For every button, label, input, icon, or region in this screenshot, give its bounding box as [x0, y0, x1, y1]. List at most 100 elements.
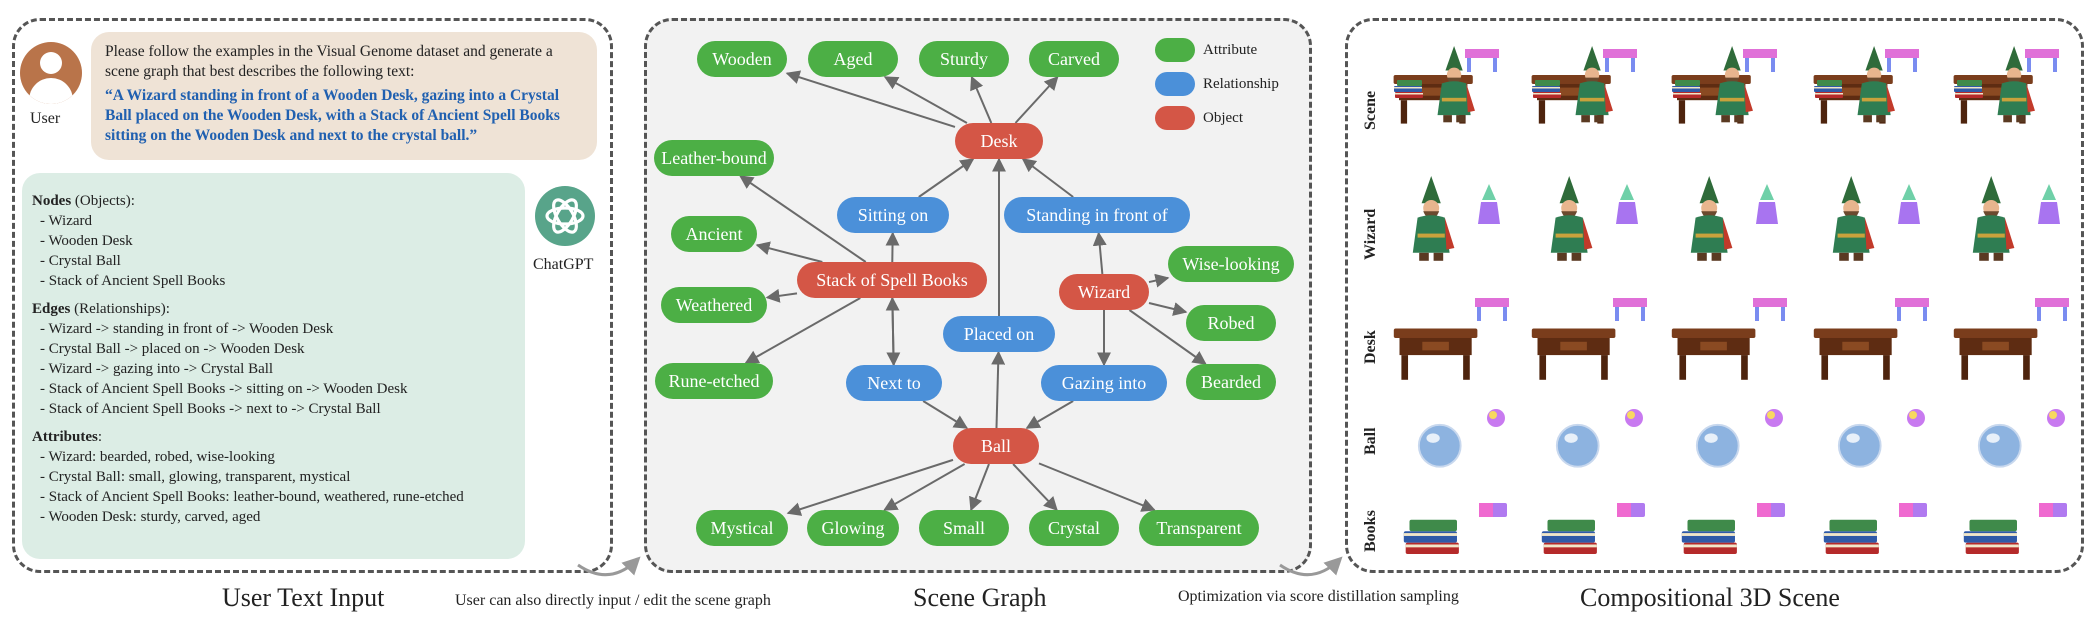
graph-node-label: Rune-etched: [669, 371, 760, 391]
graph-node-label: Small: [943, 518, 985, 538]
graph-edge-sitting-to-desk: [918, 158, 975, 198]
graph-node-label: Wooden: [712, 49, 772, 69]
graph-node-robed: Robed: [1186, 305, 1276, 341]
edge-item: - Wizard -> gazing into -> Crystal Ball: [40, 361, 274, 377]
note-score-distillation: Optimization via score distillation samp…: [1178, 588, 1459, 605]
legend-object: Object: [1155, 106, 1243, 130]
graph-node-crystal: Crystal: [1029, 510, 1119, 546]
graph-node-shape: [655, 363, 773, 399]
graph-node-label: Wise-looking: [1182, 254, 1279, 274]
user-input-panel: [12, 18, 613, 573]
graph-node-label: Crystal: [1048, 518, 1100, 538]
row-label-wizard: Wizard: [1362, 208, 1379, 260]
graph-node-carved: Carved: [1029, 41, 1119, 77]
graph-node-shape: [797, 262, 987, 298]
legend-attribute-swatch: [1155, 38, 1195, 62]
graph-edge-nextto-to-ball: [922, 400, 969, 429]
graph-node-stack: Stack of Spell Books: [797, 262, 987, 298]
row-label-scene: Scene: [1362, 90, 1379, 130]
legend-relationship-label: Relationship: [1203, 75, 1279, 92]
flow-arrow-left-icon: [577, 556, 641, 577]
graph-edge-stack-to-rune: [744, 297, 861, 364]
chatgpt-response-bubble: Nodes (Objects): - Wizard - Wooden Desk …: [22, 173, 525, 559]
edge-item: - Stack of Ancient Spell Books -> sittin…: [40, 381, 408, 397]
graph-node-small: Small: [919, 510, 1009, 546]
graph-node-leather: Leather-bound: [654, 140, 774, 176]
graph-node-label: Standing in front of: [1026, 205, 1168, 225]
edges-section: Edges (Relationships): - Wizard -> stand…: [32, 299, 515, 419]
graph-node-shape: [919, 510, 1009, 546]
graph-edge-desk-to-carved: [1014, 75, 1059, 124]
edge-item: - Stack of Ancient Spell Books -> next t…: [40, 401, 381, 417]
graph-node-placed: Placed on: [943, 316, 1055, 352]
legend-attribute-label: Attribute: [1203, 41, 1258, 58]
caption-user-text-input: User Text Input: [222, 583, 385, 612]
graph-edge-ball-to-glowing: [883, 463, 966, 511]
graph-node-label: Gazing into: [1062, 373, 1146, 393]
caption-scene-graph: Scene Graph: [913, 583, 1047, 612]
attribute-item: - Wizard: bearded, robed, wise-looking: [40, 449, 275, 465]
graph-node-shape: [837, 197, 949, 233]
graph-node-label: Glowing: [822, 518, 885, 538]
nodes-title: Nodes: [32, 193, 72, 209]
graph-node-shape: [955, 123, 1043, 159]
node-item: - Stack of Ancient Spell Books: [40, 273, 226, 289]
graph-node-label: Sturdy: [940, 49, 988, 69]
prompt-quote: “A Wizard standing in front of a Wooden …: [105, 87, 560, 144]
node-item: - Wizard: [40, 213, 93, 229]
graph-node-bearded: Bearded: [1186, 364, 1276, 400]
graph-node-transparent: Transparent: [1139, 510, 1259, 546]
edge-item: - Crystal Ball -> placed on -> Wooden De…: [40, 341, 305, 357]
chatgpt-label: ChatGPT: [533, 256, 594, 273]
graph-node-shape: [953, 428, 1039, 464]
graph-edge-standing-to-desk: [1021, 158, 1074, 198]
graph-edge-ball-to-crystal: [1012, 463, 1058, 512]
graph-edge-ball-to-small: [969, 463, 990, 512]
graph-node-shape: [1139, 510, 1259, 546]
row-label-desk: Desk: [1362, 330, 1379, 364]
row-label-ball: Ball: [1362, 427, 1379, 455]
graph-edge-gazing-to-ball: [1025, 400, 1074, 429]
graph-node-label: Next to: [867, 373, 921, 393]
graph-edge-desk-to-wooden: [785, 70, 956, 128]
graph-node-wooden: Wooden: [697, 41, 787, 77]
graph-node-shape: [1041, 365, 1167, 401]
graph-node-label: Mystical: [711, 518, 774, 538]
graph-node-mystical: Mystical: [696, 510, 788, 546]
graph-node-aged: Aged: [808, 41, 898, 77]
graph-node-shape: [1029, 41, 1119, 77]
graph-node-label: Ball: [981, 436, 1011, 456]
compositional-scene-panel: [1345, 18, 2084, 573]
graph-node-sitting: Sitting on: [837, 197, 949, 233]
graph-node-shape: [671, 216, 757, 252]
graph-node-rune: Rune-etched: [655, 363, 773, 399]
flow-arrow-right-icon: [1279, 556, 1343, 577]
graph-node-shape: [1059, 274, 1149, 310]
attributes-suffix: :: [97, 429, 102, 445]
attribute-item: - Crystal Ball: small, glowing, transpar…: [40, 469, 351, 485]
graph-node-label: Carved: [1048, 49, 1100, 69]
note-edit-scene-graph: User can also directly input / edit the …: [455, 592, 771, 609]
edges-title: Edges: [32, 301, 71, 317]
graph-edge-wizard-to-bearded: [1128, 309, 1207, 365]
attribute-item: - Stack of Ancient Spell Books: leather-…: [40, 489, 464, 505]
graph-node-shape: [919, 41, 1009, 77]
graph-node-ancient: Ancient: [671, 216, 757, 252]
graph-node-label: Robed: [1208, 313, 1255, 333]
graph-node-shape: [1168, 246, 1294, 282]
chatgpt-logo-icon: [535, 186, 595, 246]
prompt-text: Please follow the examples in the Visual…: [105, 43, 553, 80]
graph-edge-wizard-to-standing: [1092, 231, 1107, 275]
graph-node-standing: Standing in front of: [1004, 197, 1190, 233]
graph-edge-ball-to-mystical: [786, 458, 954, 516]
graph-node-shape: [943, 316, 1055, 352]
graph-edge-stack-to-weathered: [765, 288, 798, 303]
graph-node-wise: Wise-looking: [1168, 246, 1294, 282]
row-label-books: Books: [1362, 510, 1379, 552]
attribute-item: - Wooden Desk: sturdy, carved, aged: [40, 509, 261, 525]
graph-node-label: Transparent: [1156, 518, 1241, 538]
graph-node-label: Wizard: [1078, 282, 1130, 302]
legend-relationship: Relationship: [1155, 72, 1279, 96]
graph-edge-stack-to-leather: [739, 175, 867, 263]
graph-node-shape: [846, 365, 942, 401]
